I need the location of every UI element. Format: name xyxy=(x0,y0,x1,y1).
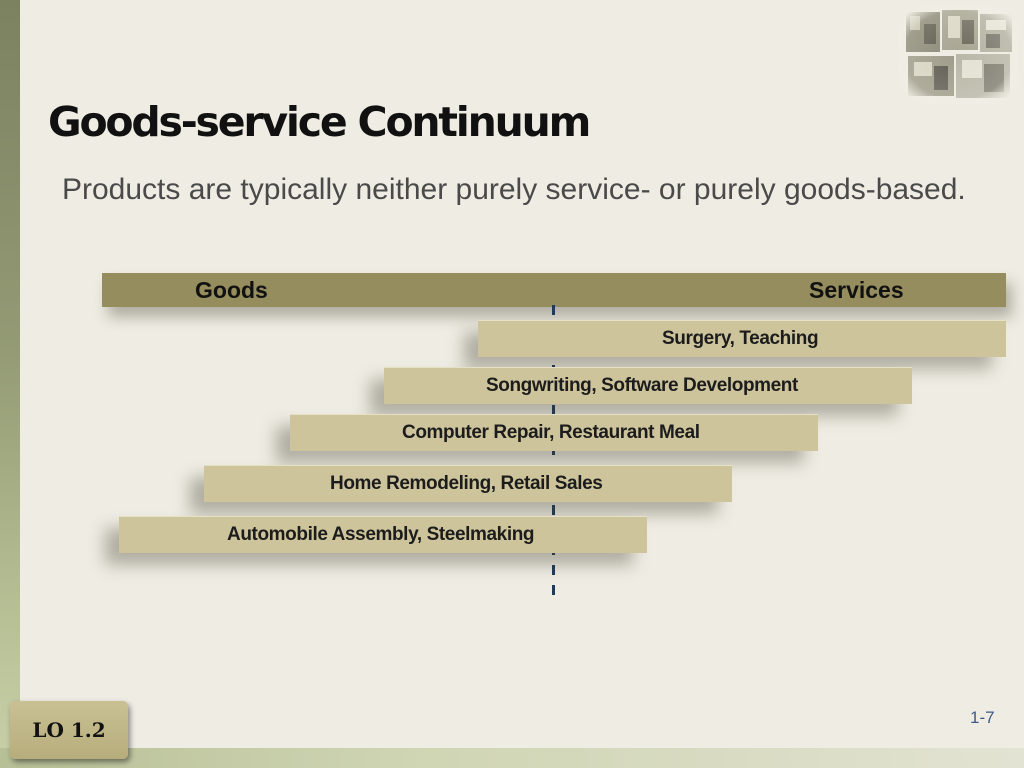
slide-subtitle: Products are typically neither purely se… xyxy=(62,173,966,206)
continuum-midline xyxy=(552,305,555,597)
lo-badge: LO 1.2 xyxy=(10,701,128,759)
continuum-example-bar: Songwriting, Software Development xyxy=(384,367,912,404)
continuum-example-bar: Surgery, Teaching xyxy=(478,320,1006,357)
continuum-example-label: Songwriting, Software Development xyxy=(486,375,798,396)
continuum-example-bar: Computer Repair, Restaurant Meal xyxy=(290,414,818,451)
continuum-header-bar: Goods Services xyxy=(102,273,1006,307)
slide-number: 1-7 xyxy=(970,708,995,727)
left-decorative-band xyxy=(0,0,20,768)
bottom-decorative-band xyxy=(0,748,1024,768)
office-photo-collage-icon xyxy=(898,6,1018,104)
continuum-example-bar: Automobile Assembly, Steelmaking xyxy=(119,516,647,553)
continuum-example-label: Computer Repair, Restaurant Meal xyxy=(402,422,700,443)
continuum-example-bar: Home Remodeling, Retail Sales xyxy=(204,465,732,502)
continuum-example-label: Surgery, Teaching xyxy=(662,328,819,349)
services-label: Services xyxy=(809,277,904,303)
page-title: Goods-service Continuum xyxy=(48,98,591,146)
continuum-example-label: Home Remodeling, Retail Sales xyxy=(330,473,603,494)
goods-label: Goods xyxy=(195,277,268,303)
continuum-example-label: Automobile Assembly, Steelmaking xyxy=(227,524,535,545)
